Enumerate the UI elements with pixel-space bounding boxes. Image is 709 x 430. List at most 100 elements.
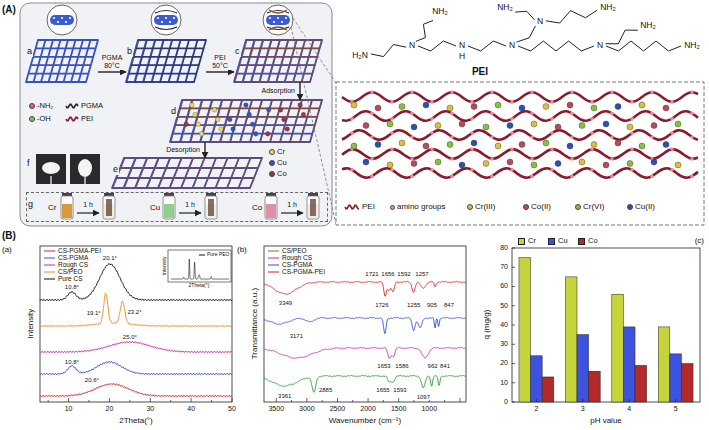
amino-group	[510, 147, 513, 150]
amino-group	[630, 100, 633, 103]
metal-label: Cu	[150, 203, 160, 212]
tick-label: 1000	[421, 405, 437, 413]
fabric-mesh	[126, 40, 206, 82]
tick	[109, 398, 110, 402]
peak-label: 19.1°	[86, 310, 102, 317]
axis-title: Intensity	[26, 309, 35, 339]
pei-strand	[269, 10, 287, 13]
amino-group	[430, 131, 433, 134]
vial-liquid	[266, 204, 276, 218]
amino-group	[410, 157, 413, 160]
vial	[163, 193, 175, 219]
metal-ion	[459, 162, 465, 168]
ftir-curve	[264, 347, 466, 358]
hydroxyl-dot	[273, 21, 275, 23]
amino-group	[630, 168, 633, 171]
tick-label: 40	[500, 321, 508, 329]
panel-label: (A)	[2, 4, 16, 16]
metal-ion	[615, 104, 621, 110]
tick	[512, 305, 515, 306]
metal-ion	[663, 142, 669, 148]
metal-ion	[423, 143, 429, 149]
amino-group	[410, 90, 413, 93]
hydroxyl-dot	[61, 17, 63, 19]
bar	[681, 364, 693, 403]
metal-ion	[375, 142, 381, 148]
chemical-bond	[606, 41, 681, 51]
peak-label: 1721	[364, 271, 379, 278]
amino-group	[390, 147, 393, 150]
metal-ion	[184, 122, 189, 127]
peak-label: 10.8°	[64, 359, 80, 366]
metal-ion	[507, 123, 513, 129]
process-arrow	[77, 212, 99, 213]
fabric-mesh	[234, 40, 322, 82]
peak-label: 1592	[396, 271, 411, 278]
amino-group	[630, 147, 633, 150]
amino-group	[650, 175, 653, 178]
tick	[512, 325, 515, 326]
metal-ion	[447, 142, 453, 148]
metal-ion	[603, 162, 609, 168]
vial	[61, 193, 73, 219]
metal-ion	[212, 108, 217, 113]
mesh-lines	[26, 40, 98, 82]
amino-group	[590, 117, 593, 120]
fabric-stage: c	[234, 40, 322, 82]
metal-ion	[196, 122, 201, 127]
photo-panel: f	[26, 152, 104, 186]
axis-title: 2Theta(°)	[189, 283, 210, 289]
pgma-strand	[267, 11, 289, 14]
vial-cap	[266, 193, 276, 196]
fabric-mesh	[170, 100, 322, 142]
legend-text: Rough CS	[58, 261, 88, 268]
stem	[84, 176, 86, 184]
amino-group	[470, 131, 473, 134]
metal-ion	[471, 104, 477, 110]
amino-group	[690, 157, 693, 160]
chemical-bond	[515, 11, 534, 19]
metal-ion	[399, 140, 405, 146]
tick	[170, 400, 171, 402]
amino-group	[410, 175, 413, 178]
legend-text: -NH₂	[37, 102, 53, 111]
amino-group	[670, 131, 673, 134]
tick	[368, 398, 369, 402]
legend-text: Cr	[277, 148, 285, 157]
vial	[265, 193, 277, 219]
time-label: 1 h	[185, 201, 195, 209]
peak-label: 25.0°	[122, 334, 138, 341]
tick	[512, 344, 515, 345]
metal-ion	[351, 143, 357, 149]
pgma-strand	[155, 11, 177, 14]
legend-dot	[467, 204, 473, 210]
tick-label: 1500	[391, 405, 407, 413]
peak-label: 847	[443, 302, 455, 309]
metal-ion	[495, 143, 501, 149]
amino-group	[410, 112, 413, 115]
amino-group	[370, 175, 373, 178]
amino-group	[450, 90, 453, 93]
tick-label: 10	[65, 405, 73, 413]
mesh-lines	[127, 40, 206, 82]
hydroxyl-dot	[157, 17, 159, 19]
fabric-stage: a	[26, 40, 98, 82]
pei-strand	[269, 27, 287, 30]
tick	[191, 398, 192, 402]
hydroxyl-dot	[69, 17, 71, 19]
legend-line-sample	[44, 258, 55, 259]
legend-text: Cr(III)	[475, 202, 495, 211]
vial-cap	[104, 193, 114, 196]
metal-ion	[219, 127, 224, 132]
chemical-bond	[546, 10, 597, 23]
legend-text: Cr	[528, 237, 536, 246]
node-letter: f	[26, 159, 31, 169]
amino-group	[550, 100, 553, 103]
metal-ion	[387, 162, 393, 168]
metal-ion	[579, 159, 585, 165]
amino-group	[530, 112, 533, 115]
tick	[675, 399, 676, 402]
metal-ion	[266, 108, 271, 113]
metal-ion	[555, 161, 561, 167]
atom-label: NH₂	[432, 7, 448, 17]
